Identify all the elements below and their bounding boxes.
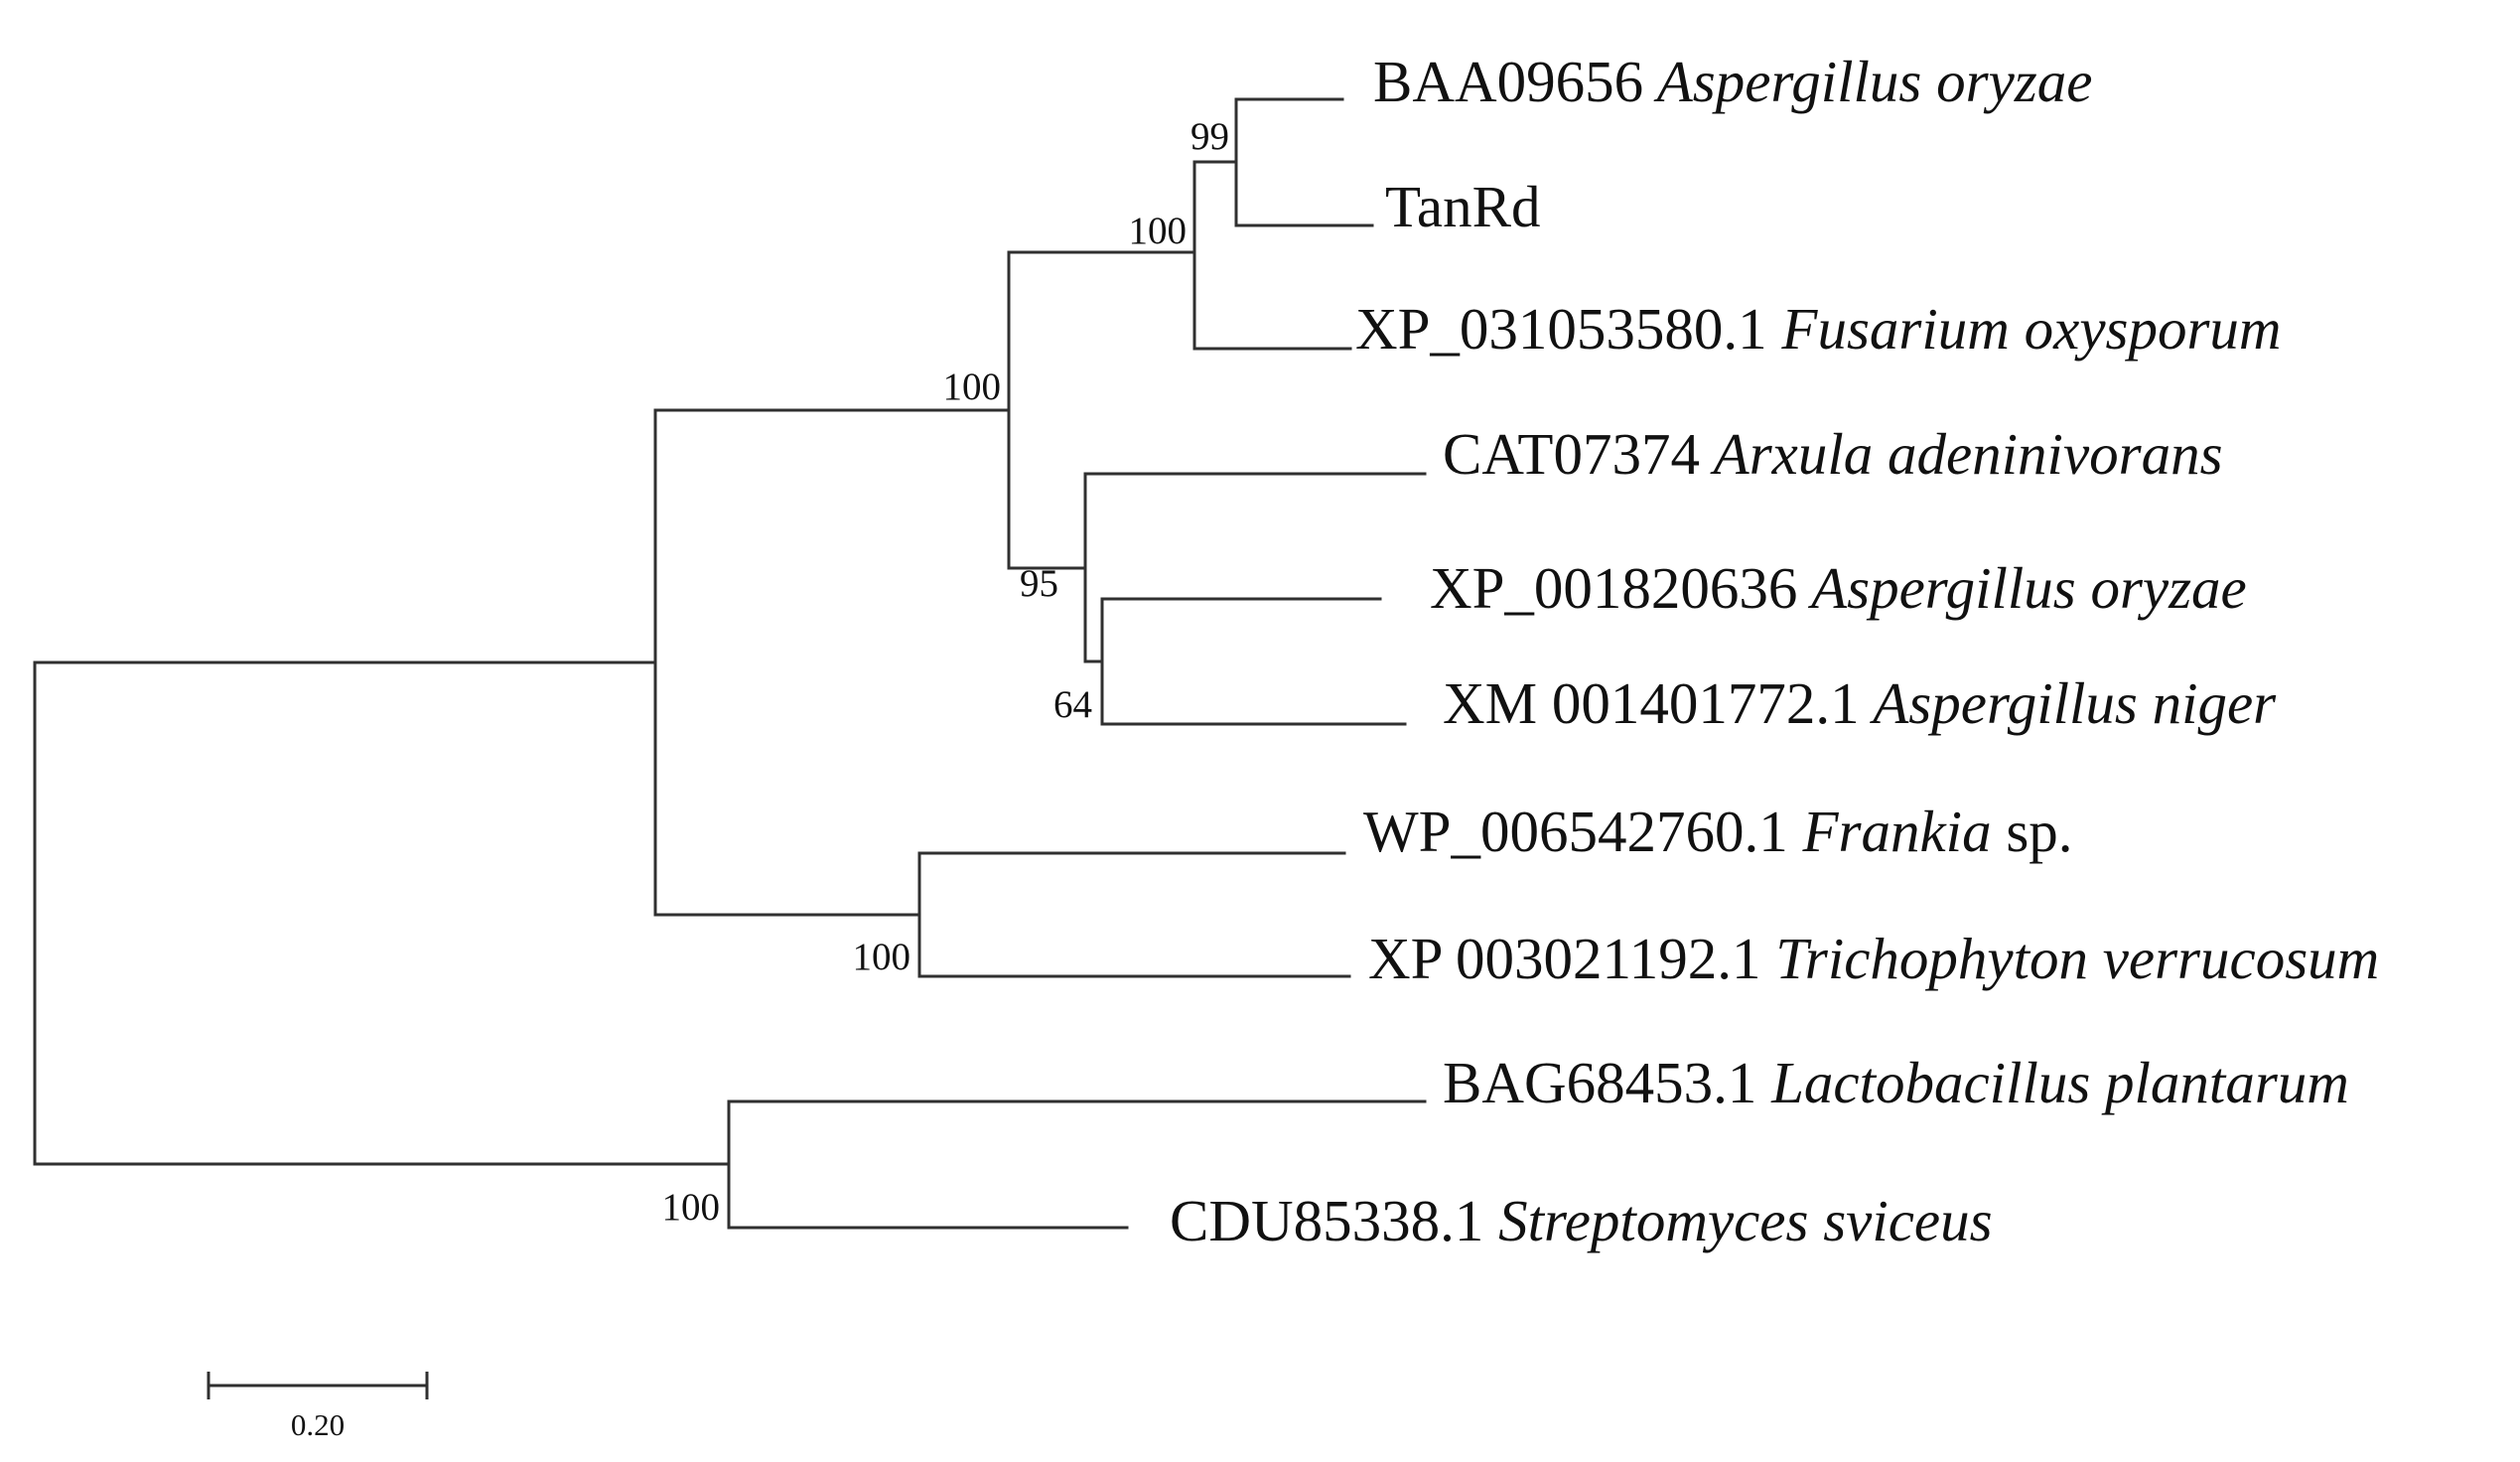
leaf-species: Aspergillus niger [1860,670,2278,736]
leaf-labels: BAA09656 Aspergillus oryzaeTanRdXP_03105… [1170,49,2379,1253]
bootstrap-value-ascomycete-clade: 100 [943,366,1002,408]
leaf-accession: XM 001401772.1 [1443,670,1860,736]
bootstrap-value-lactobacillus-streptomyces: 100 [662,1186,721,1229]
bootstrap-value-arxula-clade: 95 [1020,562,1058,605]
leaf-accession: TanRd [1385,174,1540,239]
leaf-label-tanrd: TanRd [1385,174,1540,239]
leaf-label-xp001820636: XP_001820636 Aspergillus oryzae [1430,555,2247,621]
leaf-label-cat07374: CAT07374 Arxula adeninivorans [1443,421,2223,487]
leaf-species: Fusarium oxysporum [1767,296,2282,362]
bootstrap-labels: 99 100 100 95 64 100 100 [662,115,1230,1229]
leaf-accession: XP_031053580.1 [1355,296,1767,362]
leaf-label-cdu85338: CDU85338.1 Streptomyces sviceus [1170,1188,1993,1253]
leaf-accession: CDU85338.1 [1170,1188,1483,1253]
leaf-species: Arxula adeninivorans [1700,421,2223,487]
leaf-species: Aspergillus oryzae [1643,49,2092,114]
leaf-species: Trichophyton verrucosum [1761,926,2380,991]
leaf-label-baa09656: BAA09656 Aspergillus oryzae [1373,49,2092,114]
leaf-species: Lactobacillus plantarum [1756,1050,2349,1115]
tree-branches [33,97,1427,1230]
bootstrap-value-frankia-trichophyton: 100 [853,936,911,978]
bootstrap-value-fusarium-clade: 100 [1129,210,1188,252]
leaf-accession: CAT07374 [1443,421,1700,487]
leaf-species: Aspergillus oryzae [1797,555,2246,621]
leaf-accession: BAG68453.1 [1443,1050,1756,1115]
bootstrap-value-baa09656-tanrd: 99 [1190,115,1229,158]
leaf-accession: XP 003021192.1 [1368,926,1761,991]
leaf-label-xp031053580: XP_031053580.1 Fusarium oxysporum [1355,296,2282,362]
scale-bar-label: 0.20 [291,1407,345,1442]
leaf-suffix: sp. [1992,799,2073,864]
scale-bar: 0.20 [207,1372,429,1442]
leaf-species: Frankia [1788,799,1992,864]
leaf-accession: XP_001820636 [1430,555,1797,621]
leaf-label-wp006542760: WP_006542760.1 Frankia sp. [1363,799,2073,864]
bootstrap-value-oryzae-niger: 64 [1053,683,1092,726]
leaf-label-xm001401772: XM 001401772.1 Aspergillus niger [1443,670,2277,736]
leaf-label-bag68453: BAG68453.1 Lactobacillus plantarum [1443,1050,2349,1115]
leaf-label-xp003021192: XP 003021192.1 Trichophyton verrucosum [1368,926,2379,991]
leaf-species: Streptomyces sviceus [1483,1188,1992,1253]
leaf-accession: WP_006542760.1 [1363,799,1788,864]
leaf-accession: BAA09656 [1373,49,1643,114]
